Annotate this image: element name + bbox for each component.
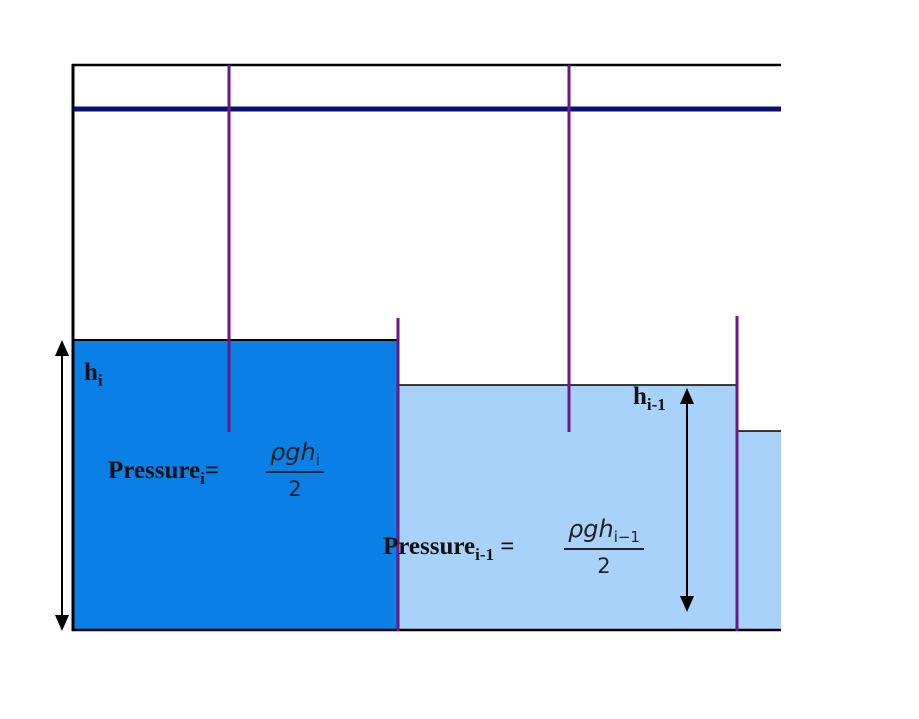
h-i-base: h (84, 359, 98, 386)
h-i-arrow (55, 340, 69, 631)
column-next-light (737, 431, 781, 630)
pressure-i-denominator: 2 (288, 476, 302, 501)
h-i-minus-1-base: h (633, 383, 647, 410)
pressure-i-numerator: ρghi (266, 438, 324, 471)
h-i-minus-1-sub: i-1 (646, 395, 666, 414)
column-i-dark (73, 340, 398, 630)
pressure-i-minus-1-lhs: Pressurei-1 = (383, 534, 515, 563)
pressure-i-sub: i (200, 469, 205, 488)
pressure-i-word: Pressure (108, 457, 201, 484)
pressure-i-num-text: ρgh (270, 438, 316, 466)
pressure-i-minus-1-fraction: ρghi−1 2 (564, 515, 644, 578)
pressure-i-lhs: Pressurei= (108, 458, 219, 487)
h-i-label: hi (84, 360, 103, 389)
h-i-minus-1-label: hi-1 (633, 384, 666, 413)
pressure-i-fraction-bar (266, 471, 324, 473)
pressure-i-minus-1-fraction-bar (564, 548, 644, 550)
pressure-i-fraction: ρghi 2 (266, 438, 324, 501)
pressure-i-minus-1-numerator: ρghi−1 (564, 515, 644, 548)
pressure-i-minus-1-num-sub: i−1 (613, 528, 640, 546)
pressure-i-equals: = (204, 457, 220, 484)
pressure-i-minus-1-denominator: 2 (597, 553, 611, 578)
pressure-i-num-sub: i (315, 451, 320, 469)
h-i-minus-1-arrow (680, 388, 694, 612)
h-i-sub: i (97, 371, 103, 390)
pressure-i-minus-1-num-text: ρgh (568, 515, 614, 543)
pressure-i-minus-1-equals: = (494, 533, 515, 560)
pressure-i-minus-1-word: Pressure (383, 533, 476, 560)
pressure-i-minus-1-sub: i-1 (475, 545, 495, 564)
